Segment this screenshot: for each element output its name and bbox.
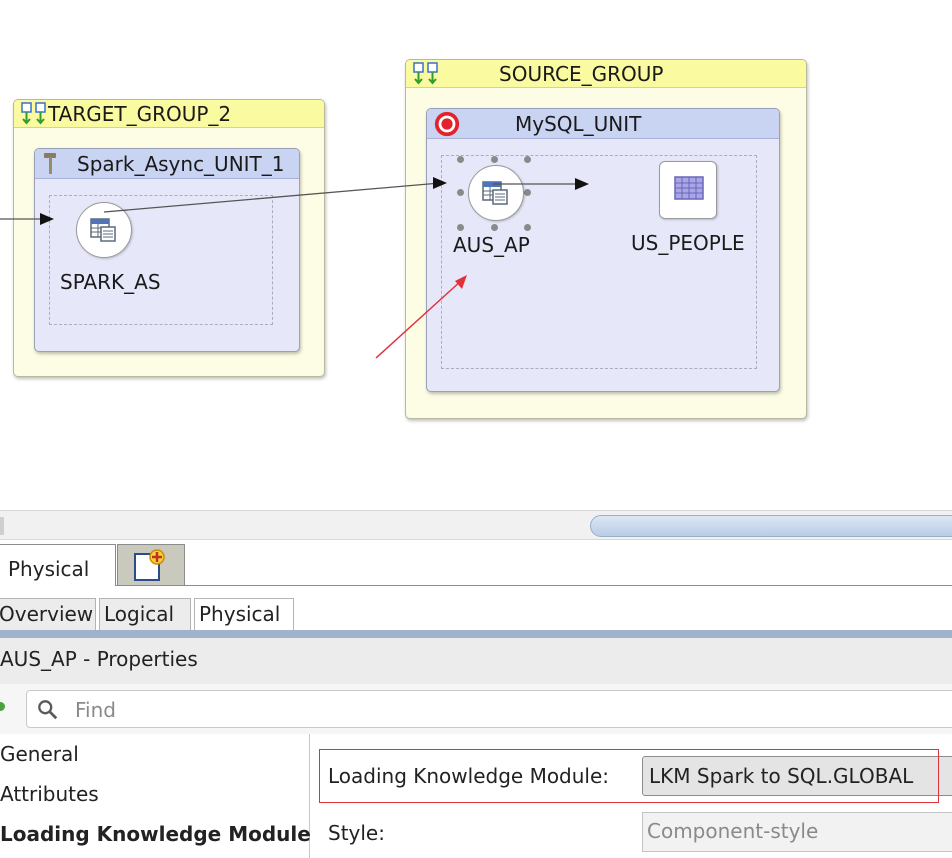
table-datastore-icon xyxy=(482,181,508,205)
us-people-label: US_PEOPLE xyxy=(631,231,745,255)
properties-nav: General Attributes Loading Knowledge Mod… xyxy=(0,734,311,858)
us-people-node[interactable] xyxy=(659,161,717,219)
properties-header: AUS_AP - Properties xyxy=(0,638,952,684)
target-group[interactable]: TARGET_GROUP_2 Spark_Async_UNIT_1 xyxy=(13,99,325,377)
status-dot-icon xyxy=(0,702,5,711)
lkm-select[interactable]: LKM Spark to SQL.GLOBAL xyxy=(642,756,952,796)
find-placeholder: Find xyxy=(75,698,116,722)
tab-physical-diagram-label: Physical xyxy=(8,557,90,581)
hammer-icon xyxy=(44,153,56,174)
nav-item-attributes[interactable]: Attributes xyxy=(0,782,99,806)
diagram-tab-icon xyxy=(134,549,165,581)
target-group-title: TARGET_GROUP_2 xyxy=(48,102,232,126)
lkm-label: Loading Knowledge Module: xyxy=(328,764,610,788)
spark-as-label: SPARK_AS xyxy=(60,270,161,294)
selection-handle[interactable] xyxy=(524,156,531,163)
nav-item-loading-knowledge-module[interactable]: Loading Knowledge Module xyxy=(0,822,311,846)
search-icon xyxy=(38,700,58,720)
target-marker-icon xyxy=(434,111,460,137)
properties-title: AUS_AP - Properties xyxy=(0,647,198,671)
spark-unit-title: Spark_Async_UNIT_1 xyxy=(77,152,285,176)
target-group-header: TARGET_GROUP_2 xyxy=(14,100,324,128)
aus-ap-node[interactable] xyxy=(468,165,524,221)
tab-overview-label: Overview xyxy=(0,602,94,626)
properties-content: Loading Knowledge Module: LKM Spark to S… xyxy=(310,734,952,858)
style-input[interactable]: Component-style xyxy=(642,812,952,852)
mysql-unit-body xyxy=(441,155,757,369)
source-group-title: SOURCE_GROUP xyxy=(499,62,664,86)
canvas-horizontal-scrollbar[interactable] xyxy=(0,510,952,540)
find-input[interactable]: Find xyxy=(26,690,952,728)
selection-handle[interactable] xyxy=(491,156,498,163)
lkm-select-value: LKM Spark to SQL.GLOBAL xyxy=(649,764,914,788)
execution-group-icon xyxy=(21,102,46,125)
spark-as-node[interactable] xyxy=(76,202,132,258)
tab-logical[interactable]: Logical xyxy=(99,598,191,632)
tab-new-diagram[interactable] xyxy=(117,544,185,586)
tab-physical[interactable]: Physical xyxy=(194,598,294,632)
spark-unit[interactable]: Spark_Async_UNIT_1 SPARK_AS xyxy=(34,148,300,352)
execution-group-icon xyxy=(413,62,438,85)
style-label: Style: xyxy=(328,821,385,845)
editor-tab-bar: Physical xyxy=(0,540,952,586)
selection-handle[interactable] xyxy=(524,224,531,231)
mysql-unit[interactable]: MySQL_UNIT xyxy=(426,108,780,392)
view-tab-bar: Overview Logical Physical xyxy=(0,586,952,634)
tab-physical-diagram[interactable]: Physical xyxy=(0,544,116,586)
tab-divider xyxy=(0,630,952,638)
red-highlight-box xyxy=(319,749,939,803)
tab-physical-label: Physical xyxy=(199,602,281,626)
source-group[interactable]: SOURCE_GROUP MySQL_UNIT xyxy=(405,59,807,419)
nav-item-general[interactable]: General xyxy=(0,742,79,766)
source-group-header: SOURCE_GROUP xyxy=(406,60,806,88)
table-grid-icon xyxy=(674,176,704,200)
selection-handle[interactable] xyxy=(457,189,464,196)
table-datastore-icon xyxy=(90,218,116,242)
find-bar: Find xyxy=(0,684,952,734)
selection-handle[interactable] xyxy=(491,224,498,231)
style-input-value: Component-style xyxy=(647,819,819,843)
selection-handle[interactable] xyxy=(457,224,464,231)
tab-logical-label: Logical xyxy=(104,602,175,626)
mysql-unit-title: MySQL_UNIT xyxy=(515,112,642,136)
spark-unit-header: Spark_Async_UNIT_1 xyxy=(35,149,299,179)
mapping-canvas[interactable]: TARGET_GROUP_2 Spark_Async_UNIT_1 xyxy=(0,0,952,510)
mysql-unit-header: MySQL_UNIT xyxy=(427,109,779,139)
tab-overview[interactable]: Overview xyxy=(0,598,96,632)
aus-ap-label: AUS_AP xyxy=(453,233,530,257)
scrollbar-thumb[interactable] xyxy=(590,515,952,537)
scrollbar-left-cap[interactable] xyxy=(0,517,4,535)
selection-handle[interactable] xyxy=(524,189,531,196)
selection-handle[interactable] xyxy=(457,156,464,163)
